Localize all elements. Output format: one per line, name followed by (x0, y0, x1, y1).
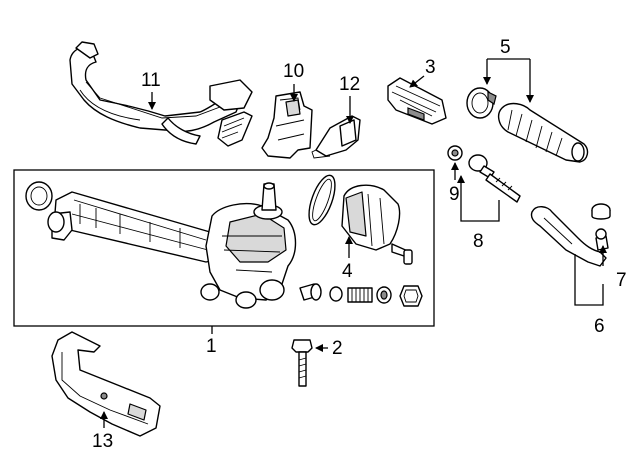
part-1-assembly-box (13, 169, 435, 327)
callout-4: 4 (342, 261, 353, 282)
callout-6: 6 (594, 316, 605, 337)
part-13-heat-shield (51, 331, 161, 437)
callout-12: 12 (339, 74, 360, 95)
part-2-bolt (291, 339, 313, 387)
part-5-boot-and-clamp (466, 87, 589, 163)
callout-2: 2 (332, 338, 343, 359)
callout-leaders (100, 58, 607, 428)
callout-8: 8 (473, 231, 484, 252)
part-4-valve-housing (308, 174, 413, 265)
part-10-cover (261, 91, 313, 159)
part-9-lock-washer (447, 145, 463, 161)
part-3-seal-plate (387, 77, 447, 125)
callout-13: 13 (92, 431, 113, 452)
part-11-wiring-harness (69, 41, 253, 147)
part-1-small-components (299, 283, 423, 307)
callout-3: 3 (425, 57, 436, 78)
part-7-nut (591, 203, 611, 220)
callout-7: 7 (616, 270, 627, 291)
callout-10: 10 (283, 61, 304, 82)
part-8-inner-tie-rod (468, 154, 521, 203)
callout-numbers: 1 2 3 4 5 6 7 8 9 10 11 12 13 (92, 37, 627, 452)
callout-11: 11 (141, 70, 161, 91)
callout-1: 1 (206, 336, 217, 357)
part-1-steering-rack (25, 181, 297, 309)
callout-5: 5 (500, 37, 511, 58)
part-12-bracket (311, 115, 361, 159)
callout-9: 9 (449, 184, 460, 205)
part-6-tie-rod-end (530, 206, 609, 267)
